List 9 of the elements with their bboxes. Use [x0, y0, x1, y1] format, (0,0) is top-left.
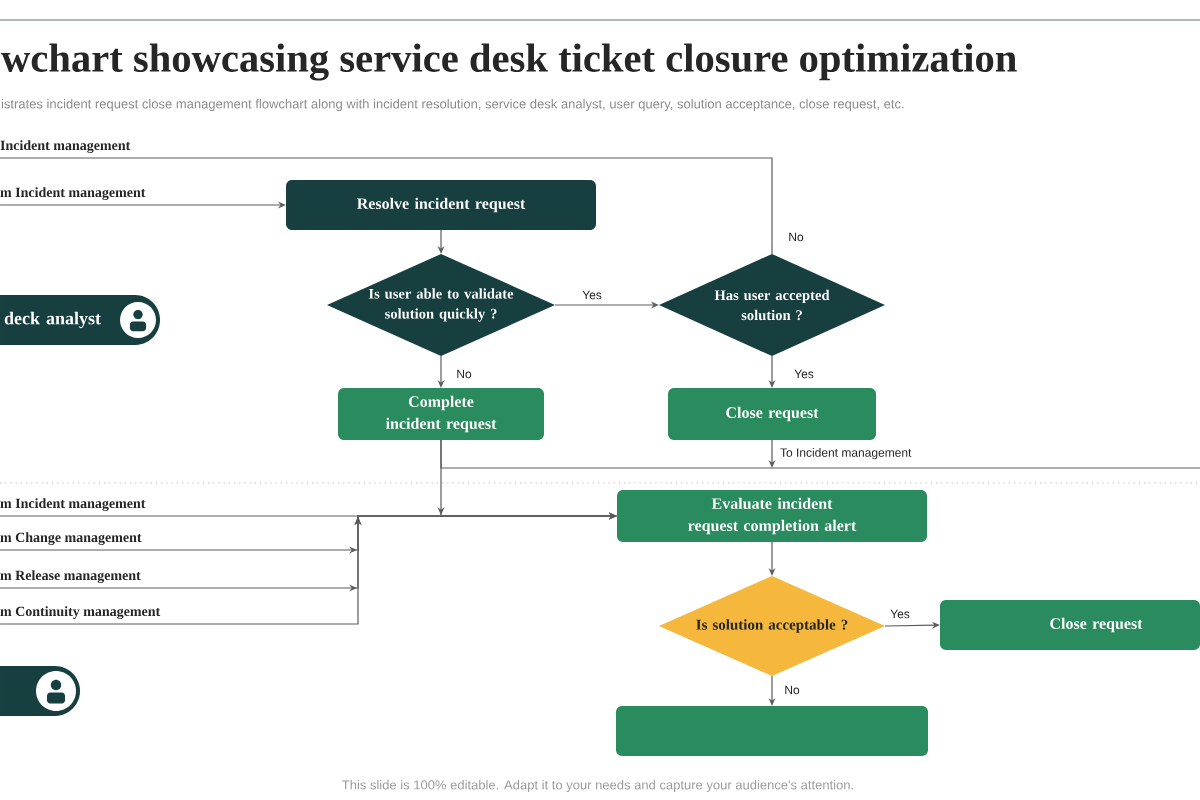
process-box: Complete incident request — [338, 388, 544, 440]
arrow — [0, 512, 617, 625]
process-box: Close request — [940, 600, 1200, 650]
process-box: Resolve incident request — [286, 180, 596, 230]
title: wchart showcasing service desk ticket closure optimization — [1, 43, 1017, 81]
lane-tab: deck analyst — [0, 295, 160, 345]
process-box — [616, 706, 928, 756]
process-box: Close request — [668, 388, 876, 440]
process-box: Evaluate incident request completion alert — [617, 490, 927, 542]
